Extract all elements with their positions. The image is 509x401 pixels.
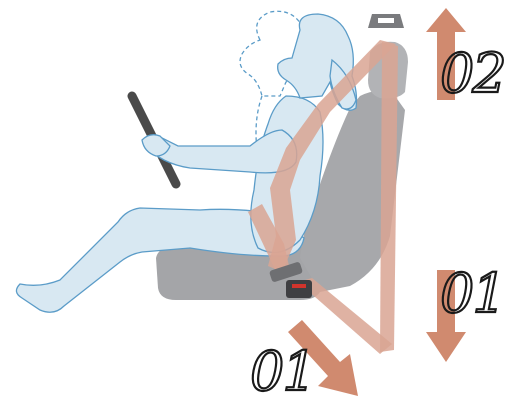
- belt-d-ring-slot: [378, 18, 394, 23]
- buckle-latch: [286, 280, 312, 298]
- label-up-arrow: 02: [440, 42, 505, 105]
- belt-retractor-strap: [380, 42, 398, 352]
- label-diagonal-arrow: 01: [250, 340, 315, 401]
- driver-hand: [142, 135, 170, 156]
- buckle-release-red: [292, 284, 306, 288]
- label-down-arrow: 01: [440, 262, 505, 325]
